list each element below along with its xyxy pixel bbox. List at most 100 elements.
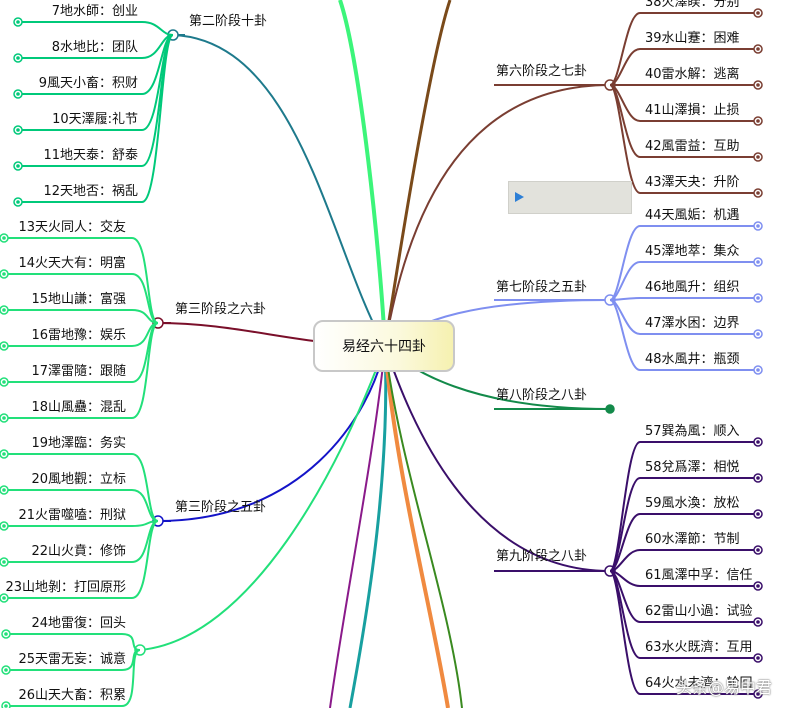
leaf-node-dot: [756, 368, 760, 372]
edge-branch-5: [383, 345, 450, 708]
edge-branch-4: [348, 345, 388, 708]
leaf-node-dot: [756, 656, 760, 660]
leaf-label[interactable]: 14火天大有：明富: [18, 256, 126, 271]
leaf-node-dot: [2, 380, 6, 384]
branch-link-1: [172, 34, 386, 347]
leaf-label[interactable]: 60水澤節：节制: [645, 532, 740, 547]
leaf-label[interactable]: 18山風蠱：混乱: [31, 400, 126, 415]
leaf-label[interactable]: 64火水未濟：轮回: [645, 676, 753, 691]
branch-label[interactable]: 第九阶段之八卦: [496, 549, 588, 564]
leaf-label[interactable]: 20風地觀：立标: [31, 472, 126, 487]
leaf-node-dot: [2, 524, 6, 528]
leaf-node-dot: [2, 596, 6, 600]
leaf-node-dot: [756, 191, 760, 195]
leaf-node-dot: [756, 296, 760, 300]
leaf-node-dot: [756, 476, 760, 480]
leaf-node-dot: [16, 200, 20, 204]
leaf-label[interactable]: 11地天泰：舒泰: [43, 148, 138, 163]
leaf-label[interactable]: 63水火既濟：互用: [645, 640, 753, 655]
leaf-label[interactable]: 38火澤睽：分别: [645, 0, 740, 10]
leaf-node-dot: [756, 83, 760, 87]
leaf-node-dot: [2, 272, 6, 276]
leaf-label[interactable]: 45澤地萃：集众: [645, 244, 740, 259]
leaf-label[interactable]: 44天風姤：机遇: [645, 208, 740, 223]
leaf-link: [131, 322, 159, 419]
leaf-label[interactable]: 47澤水困：边界: [645, 316, 740, 331]
leaf-label[interactable]: 59風水渙：放松: [645, 496, 740, 511]
leaf-label[interactable]: 24地雷復：回头: [31, 616, 126, 631]
branch-label[interactable]: 第七阶段之五卦: [496, 280, 588, 295]
edge-branch-6: [384, 345, 463, 708]
leaf-link: [141, 34, 174, 203]
leaf-node-dot: [756, 47, 760, 51]
leaf-label[interactable]: 13天火同人：交友: [18, 220, 126, 235]
leaf-node-dot: [756, 620, 760, 624]
leaf-node-dot: [2, 236, 6, 240]
leaf-label[interactable]: 41山澤損：止损: [645, 103, 740, 118]
leaf-label[interactable]: 62雷山小過：试验: [645, 604, 753, 619]
leaf-link: [609, 48, 641, 86]
branch-link-8: [384, 345, 611, 572]
leaf-node-dot: [756, 119, 760, 123]
leaf-node-dot: [756, 155, 760, 159]
leaf-link: [131, 520, 159, 599]
leaf-link: [131, 489, 159, 522]
leaf-label[interactable]: 61風澤中孚：信任: [645, 568, 753, 583]
leaf-link: [141, 21, 174, 36]
branch-link-3: [157, 345, 386, 522]
leaf-node-dot: [16, 56, 20, 60]
branch-label[interactable]: 第三阶段之五卦: [175, 500, 267, 515]
watermark: 头条@易中君: [676, 678, 773, 697]
leaf-node-dot: [16, 20, 20, 24]
leaf-label[interactable]: 21火雷噬嗑：刑狱: [18, 508, 126, 523]
leaf-label[interactable]: 25天雷无妄：诚意: [18, 652, 126, 667]
leaf-label[interactable]: 17澤雷隨：跟随: [31, 364, 126, 379]
leaf-label[interactable]: 42風雷益：互助: [645, 139, 740, 154]
leaf-label[interactable]: 48水風井：瓶颈: [645, 352, 740, 367]
branch-label[interactable]: 第六阶段之七卦: [496, 64, 588, 79]
leaf-label[interactable]: 43澤天夬：升阶: [645, 175, 740, 190]
floating-toolbar[interactable]: [508, 181, 632, 214]
leaf-node-dot: [2, 344, 6, 348]
play-icon[interactable]: [515, 192, 524, 202]
leaf-node-dot: [2, 308, 6, 312]
leaf-node-dot: [4, 704, 8, 708]
leaf-label[interactable]: 57巽為風：顺入: [645, 424, 740, 439]
edge-branch-3: [329, 345, 386, 708]
leaf-node-dot: [756, 11, 760, 15]
branch-label[interactable]: 第二阶段十卦: [189, 14, 268, 29]
leaf-label[interactable]: 12天地否：祸乱: [43, 184, 138, 199]
leaf-node-dot: [756, 332, 760, 336]
branch-link-5: [384, 84, 611, 347]
leaf-label[interactable]: 9風天小畜：积财: [38, 76, 138, 91]
leaf-link: [121, 649, 141, 707]
leaf-node-dot: [4, 632, 8, 636]
leaf-label[interactable]: 40雷水解：逃离: [645, 67, 740, 82]
leaf-label[interactable]: 15地山謙：富强: [31, 292, 126, 307]
leaf-link: [609, 12, 641, 86]
branch-label[interactable]: 第八阶段之八卦: [496, 388, 588, 403]
leaf-label[interactable]: 46地風升：组织: [645, 280, 740, 295]
leaf-label[interactable]: 58兌爲澤：相悦: [645, 460, 740, 475]
leaf-label[interactable]: 39水山蹇：困难: [645, 31, 740, 46]
leaf-node-dot: [2, 488, 6, 492]
leaf-link: [131, 322, 159, 383]
leaf-node-dot: [756, 224, 760, 228]
leaf-node-dot: [2, 560, 6, 564]
leaf-node-dot: [756, 548, 760, 552]
leaf-label[interactable]: 10天澤履:礼节: [52, 112, 138, 127]
leaf-label[interactable]: 23山地剝：打回原形: [5, 580, 126, 595]
leaf-link: [131, 453, 159, 522]
leaf-label[interactable]: 8水地比：团队: [51, 40, 138, 55]
edge-branch-2: [383, 0, 452, 347]
central-topic[interactable]: 易经六十四卦: [313, 320, 455, 372]
leaf-label[interactable]: 16雷地豫：娱乐: [31, 328, 126, 343]
leaf-label[interactable]: 7地水師：创业: [51, 4, 138, 19]
leaf-link: [131, 520, 159, 563]
leaf-label[interactable]: 26山天大畜：积累: [18, 688, 126, 703]
leaf-label[interactable]: 22山火賁：修饰: [31, 544, 126, 559]
leaf-label[interactable]: 19地澤臨：务实: [31, 436, 126, 451]
branch-label[interactable]: 第三阶段之六卦: [175, 302, 267, 317]
leaf-node-dot: [16, 164, 20, 168]
leaf-node-dot: [16, 92, 20, 96]
